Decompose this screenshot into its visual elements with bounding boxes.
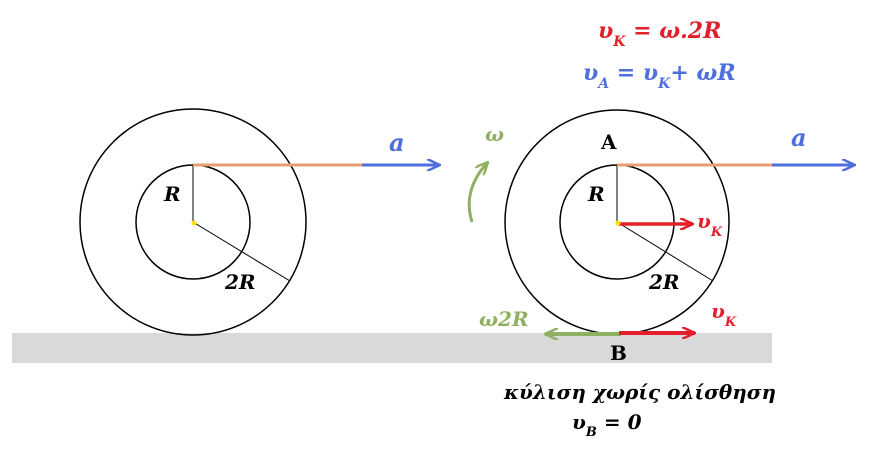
left-outer-circle (79, 108, 307, 336)
left-spool: R 2R a (79, 108, 440, 336)
right-label-R: R (587, 182, 605, 206)
right-center-dot (615, 220, 621, 226)
point-B-label: B (610, 341, 627, 365)
left-radius-2R (192, 221, 291, 282)
right-label-a: a (791, 123, 807, 152)
equation-vA: υA = υK+ ωR (583, 60, 736, 92)
right-radius-2R (616, 221, 714, 282)
point-A-label: A (600, 130, 617, 154)
omega-label: ω (485, 122, 504, 146)
vB-equation: υB = 0 (572, 410, 642, 440)
left-label-a: a (389, 128, 405, 157)
left-label-R: R (163, 182, 181, 206)
curved-arrow-icon (467, 162, 488, 223)
left-label-2R: 2R (224, 270, 256, 294)
equation-vK: υK = ω.2R (598, 18, 721, 50)
omega2R-label: ω2R (479, 307, 529, 331)
rolling-caption: κύλιση χωρίς ολίσθηση (503, 380, 776, 404)
left-center-dot (191, 220, 197, 226)
ground-strip (12, 333, 772, 363)
right-spool: A R 2R a ω υK υK ω2R B (467, 109, 855, 365)
right-label-2R: 2R (648, 270, 680, 294)
bottom-vK-label: υK (711, 299, 737, 330)
center-vK-label: υK (697, 209, 723, 240)
